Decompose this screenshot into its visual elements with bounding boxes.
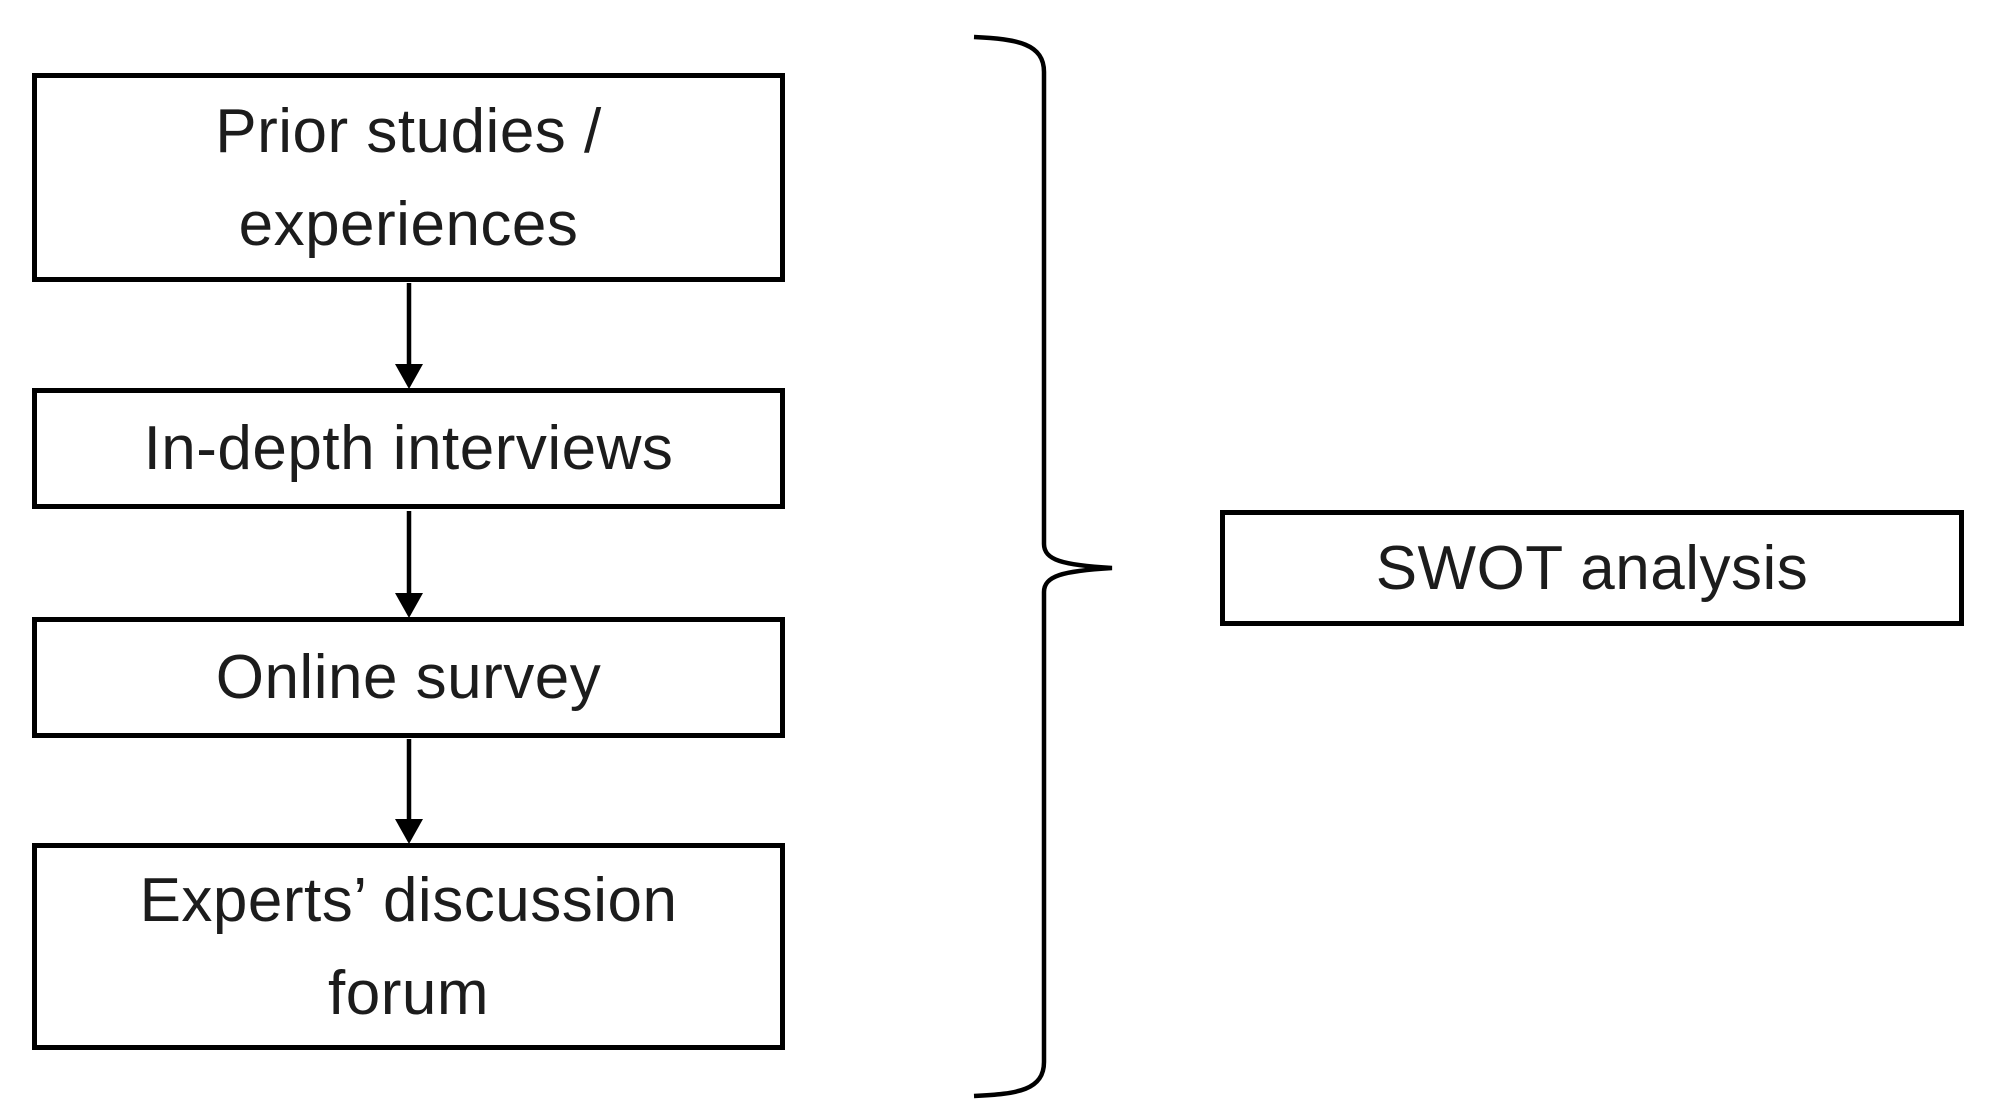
flow-box-online-survey: Online survey [32,617,785,738]
arrow-down-2-head-icon [395,593,423,618]
result-box-label: SWOT analysis [1375,533,1809,603]
arrow-down-3-head-icon [395,819,423,844]
flow-box-label: Online survey [215,643,602,712]
flow-box-experts-forum: Experts’ discussion forum [32,843,785,1050]
flow-box-in-depth-interviews: In-depth interviews [32,388,785,509]
arrow-down-1-head-icon [395,364,423,389]
flow-box-prior-studies: Prior studies / experiences [32,73,785,282]
result-box-swot-analysis: SWOT analysis [1220,510,1964,626]
curly-brace-icon [973,34,1113,1099]
flow-box-label: Prior studies / experiences [215,96,602,259]
flow-box-label: Experts’ discussion forum [139,865,678,1028]
flow-box-label: In-depth interviews [143,414,674,483]
